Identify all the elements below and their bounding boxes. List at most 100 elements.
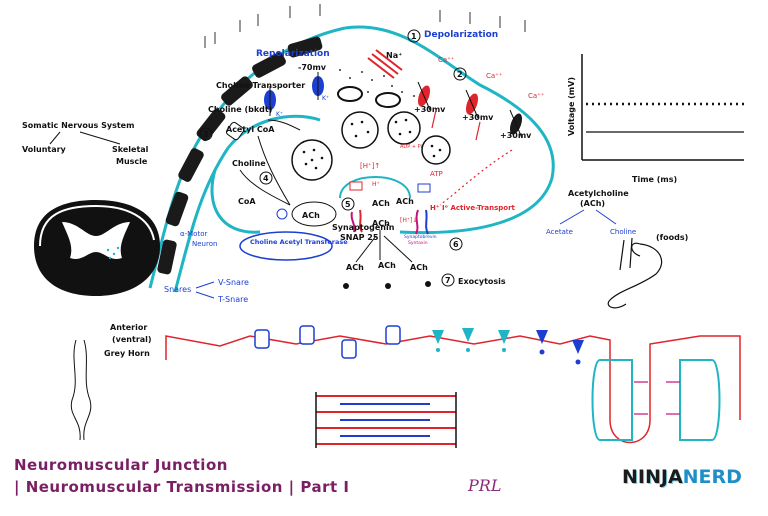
ach-cloud-label: ACh — [302, 211, 320, 220]
h-active-transport-label: H⁺ Iᵒ Active-Transport — [430, 204, 516, 212]
v-snare-arrow — [195, 281, 215, 289]
dhp-receptors — [634, 381, 680, 415]
logo-ninja: NINJA — [622, 466, 683, 488]
ach-label-2: ACh — [372, 219, 390, 228]
myelin-sheath — [157, 36, 323, 275]
k-channel-right — [312, 72, 324, 100]
ach-receptors-blue — [254, 325, 401, 359]
atp-label: ATP — [430, 170, 443, 178]
spinal-cord — [34, 200, 160, 296]
step-5-number: 5 — [345, 200, 351, 209]
step-2-marker — [453, 67, 467, 81]
logo-nerd: NERD — [682, 466, 742, 488]
sarcomere — [315, 392, 457, 448]
choline-bkdt-label: Choline (bkdt) — [208, 105, 272, 114]
axon-membrane — [148, 25, 555, 293]
choline-transporter-icon — [225, 121, 245, 141]
graph-x-label: Time (ms) — [632, 175, 677, 184]
somatic-branch-right — [79, 131, 121, 145]
step-6-number: 6 — [453, 240, 459, 249]
k-ion-label-1: K⁺ — [276, 111, 283, 118]
docking-vesicle — [339, 176, 411, 199]
choline-right-label: Choline — [610, 228, 636, 236]
proton-pump-left — [349, 181, 363, 191]
t-snare-label: T-Snare — [217, 295, 248, 304]
ach-label-1: ACh — [372, 199, 390, 208]
minus-70mv-label: -70mv — [298, 63, 327, 72]
voltage-graph — [581, 54, 744, 161]
t-tubules — [591, 359, 721, 441]
skeletal-label: Skeletal — [112, 145, 149, 154]
title-line-1: Neuromuscular Junction — [14, 456, 228, 474]
snares-label: Snares — [164, 285, 191, 294]
dark-vesicles — [337, 86, 401, 108]
alpha-motor-label: α-Motor — [180, 230, 207, 238]
synaptobrevin-label: Synaptobrevin — [404, 234, 437, 240]
gut-drawing — [607, 237, 663, 309]
somatic-branch-left — [49, 131, 61, 145]
step-4-number: 4 — [263, 174, 269, 183]
v-snare-label: V-Snare — [218, 278, 249, 287]
ca-channel-2 — [465, 89, 479, 119]
acetyl-coa-label: Acetyl CoA — [226, 125, 275, 134]
ninja-nerd-logo: NINJANERD — [622, 466, 742, 488]
plus-30mv-3: +30mv — [500, 131, 532, 140]
choline-label: Choline — [232, 159, 266, 168]
k-channel-left — [264, 86, 276, 116]
ion-flux-arrows — [204, 4, 526, 48]
step-1-number: 1 — [411, 32, 417, 41]
na-ion-label: Na⁺ — [386, 51, 402, 60]
ca-label-2: Ca⁺⁺ — [486, 72, 503, 80]
adp-label: ADP + Pi — [400, 144, 422, 150]
anterior-label: Anterior — [110, 323, 147, 332]
t-snare-arrow — [195, 291, 215, 299]
ventral-label: (ventral) — [112, 335, 152, 344]
neuron-label: Neuron — [192, 240, 217, 248]
ach-receptors-dark — [536, 330, 584, 365]
ca-label-1: Ca⁺⁺ — [438, 56, 455, 64]
ca-influx-arrows — [431, 109, 513, 206]
exocytosis-label: Exocytosis — [458, 277, 506, 286]
somatic-label: Somatic Nervous System — [22, 121, 134, 130]
plus-30mv-2: +30mv — [462, 113, 494, 122]
ach-label-3: ACh — [396, 197, 414, 206]
title-line-2: | Neuromuscular Transmission | Part I — [14, 478, 350, 496]
step-5-marker — [341, 197, 355, 211]
step-6-marker — [449, 237, 463, 251]
h-plus-label: H⁺ — [372, 181, 380, 188]
vesicle-contents — [302, 118, 442, 170]
h-plus-high-label: [H⁺]↑ — [360, 162, 380, 170]
ach-receptors-cyan — [432, 328, 510, 352]
k-ion-label-2: K⁺ — [322, 95, 329, 102]
voluntary-label: Voluntary — [22, 145, 67, 154]
ca-channel-3 — [509, 109, 523, 139]
foods-label: (foods) — [656, 233, 688, 242]
title-block: Neuromuscular Junction | Neuromuscular T… — [14, 454, 374, 498]
choline-transporter-label: Choline Transporter — [216, 81, 305, 90]
acetylcholine-label: Acetylcholine — [568, 189, 629, 198]
ach-cloud — [291, 201, 337, 227]
plus-30mv-1: +30mv — [414, 105, 446, 114]
ca-label-3: Ca⁺⁺ — [528, 92, 545, 100]
snap25-label: SNAP 25 — [340, 233, 379, 242]
repolarization-label: Repolarization — [256, 49, 330, 59]
grey-horn-sketch — [70, 339, 92, 441]
grey-horn-label: Grey Horn — [104, 349, 150, 358]
synaptogenin-label-left: Synaptogenin — [332, 223, 395, 232]
release-arrows — [355, 230, 413, 263]
proton-pump-right — [417, 183, 431, 193]
ca-channel-1 — [417, 81, 431, 111]
acetate-arrow — [559, 209, 585, 225]
coa-label: CoA — [238, 197, 256, 206]
muscle-label: Muscle — [116, 157, 148, 166]
syntaxin-label: Syntaxin — [408, 240, 428, 246]
acetate-label: Acetate — [546, 228, 573, 236]
choline-arrow — [595, 209, 617, 225]
ach-paren-label: (ACh) — [580, 199, 605, 208]
step-4-marker — [259, 171, 273, 185]
synthesis-arrows — [239, 119, 301, 206]
h-plus-low-label: [H⁺]↓ — [400, 217, 417, 224]
step-1-marker — [407, 29, 421, 43]
